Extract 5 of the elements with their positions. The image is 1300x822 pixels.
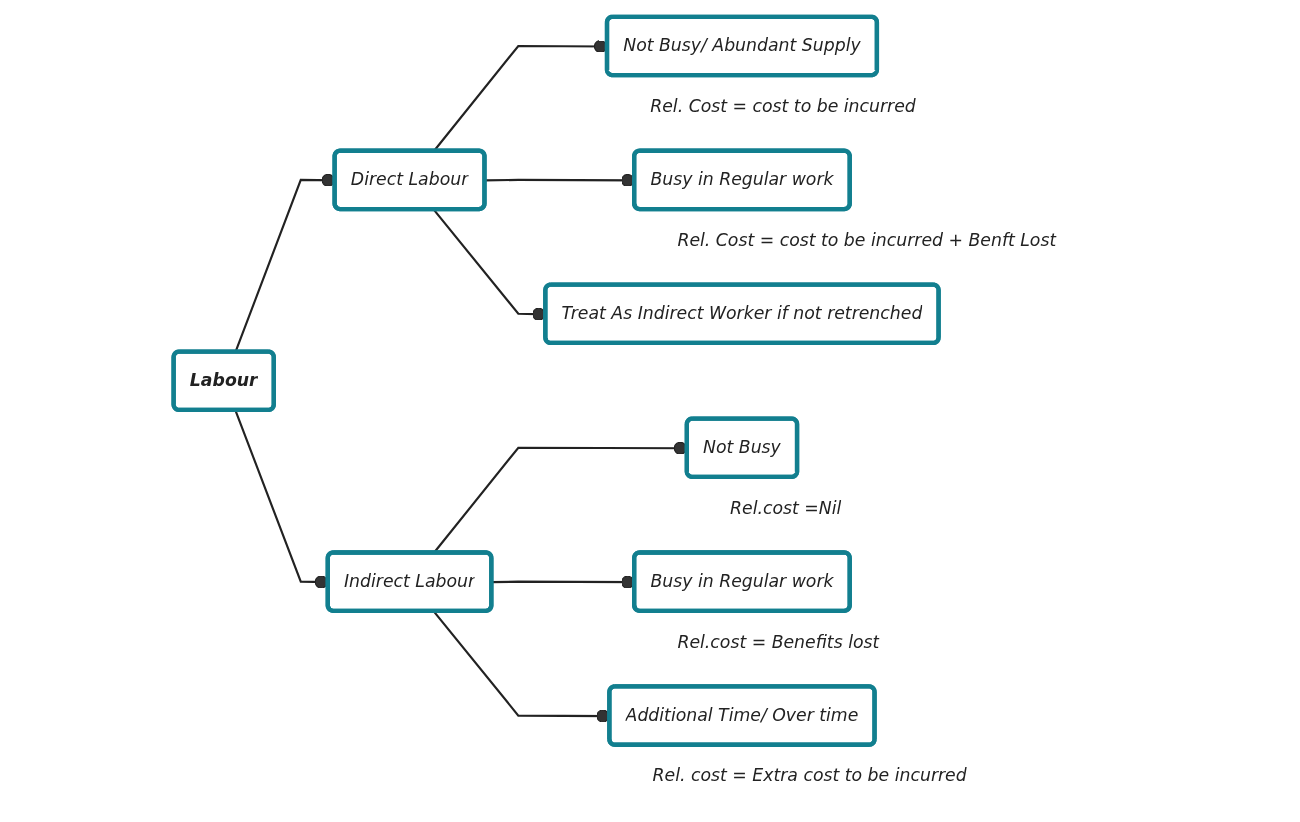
node-label: Rel. Cost = cost to be incurred + Benft Lost [677, 229, 1057, 251]
node-label: Rel. Cost = cost to be incurred [650, 95, 916, 117]
node-label: Rel.cost =Nil [730, 497, 842, 518]
node-label: Rel.cost = Benefits lost [677, 631, 880, 652]
node-label: Rel. cost = Extra cost to be incurred [652, 765, 967, 786]
